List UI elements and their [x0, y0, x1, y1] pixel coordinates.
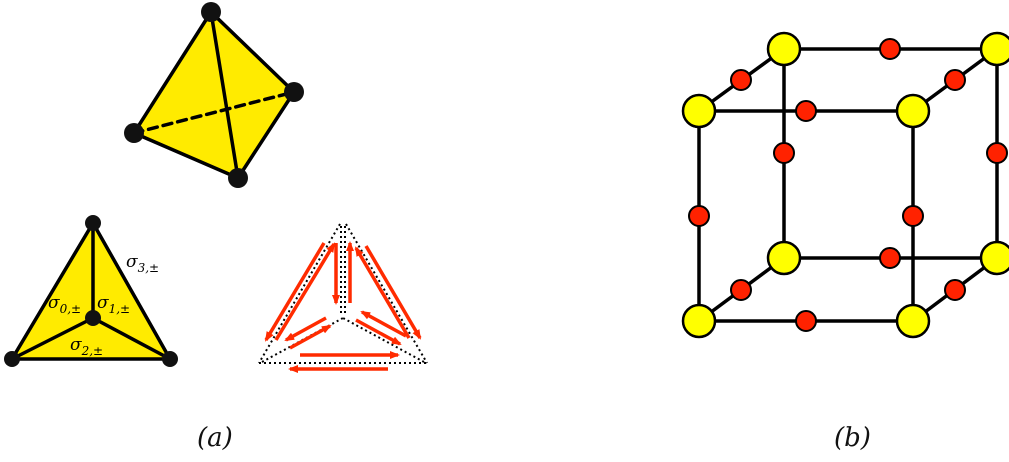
projection-edge — [91, 221, 172, 361]
vertex-site — [681, 93, 717, 129]
tetrahedron-vertex — [201, 2, 221, 22]
red-arrow — [284, 316, 327, 342]
projection-edge — [91, 316, 172, 361]
tetrahedron-vertex — [228, 168, 248, 188]
tetrahedron-edge — [236, 90, 296, 180]
edge-site — [773, 142, 795, 164]
vertex-site — [979, 240, 1009, 276]
dotted-edge — [345, 223, 428, 364]
caption-a: (a) — [197, 423, 233, 453]
red-arrow — [289, 324, 332, 350]
edge-site — [730, 69, 752, 91]
tetrahedron-edge — [132, 10, 213, 135]
tetrahedron-hidden-edge — [132, 90, 296, 135]
panel-b: (b) — [681, 31, 1009, 453]
edge-site — [879, 38, 901, 60]
red-arrow — [355, 318, 402, 346]
vertex-site — [681, 303, 717, 339]
arrow-triangle — [258, 223, 428, 373]
projection-vertex — [4, 351, 20, 367]
cube-edge-sites — [688, 38, 1008, 332]
tetrahedron-vertex — [284, 82, 304, 102]
edge-site — [902, 205, 924, 227]
red-arrow — [274, 242, 336, 341]
projection-vertex — [162, 351, 178, 367]
projection-face — [10, 221, 172, 361]
vertex-site — [979, 31, 1009, 67]
label-sigma-3: σ3,± — [126, 252, 159, 275]
red-arrow — [354, 246, 411, 339]
cube-vertex-sites — [681, 31, 1009, 339]
tetrahedron-edge — [132, 131, 240, 180]
projection-vertex — [85, 310, 101, 326]
dotted-edge — [342, 317, 425, 363]
edge-site — [688, 205, 710, 227]
vertex-site — [895, 93, 931, 129]
vertex-site — [766, 31, 802, 67]
edge-site — [944, 69, 966, 91]
edge-site — [986, 142, 1008, 164]
red-arrow — [264, 242, 326, 342]
caption-b: (b) — [834, 423, 871, 453]
label-sigma-0: σ0,± — [48, 293, 81, 316]
label-sigma-1: σ1,± — [97, 293, 130, 316]
tetrahedron-edge — [209, 10, 296, 94]
vertex-site — [766, 240, 802, 276]
red-arrow — [364, 245, 422, 340]
projection-edge — [10, 221, 95, 361]
tetrahedron-3d — [124, 2, 304, 188]
edge-site — [944, 279, 966, 301]
tetrahedron-projection: σ0,± σ1,± σ2,± σ3,± — [4, 215, 178, 367]
label-sigma-2: σ2,± — [70, 335, 103, 358]
red-arrow — [360, 310, 407, 338]
panel-a: σ0,± σ1,± σ2,± σ3,± — [4, 2, 428, 453]
edge-site — [795, 100, 817, 122]
edge-site — [730, 279, 752, 301]
red-arrows — [264, 241, 422, 373]
tetrahedron-vertex — [124, 123, 144, 143]
edge-site — [879, 247, 901, 269]
projection-vertex — [85, 215, 101, 231]
projection-edge — [10, 316, 95, 361]
tetrahedron-edge — [209, 10, 240, 180]
edge-site — [795, 310, 817, 332]
vertex-site — [895, 303, 931, 339]
